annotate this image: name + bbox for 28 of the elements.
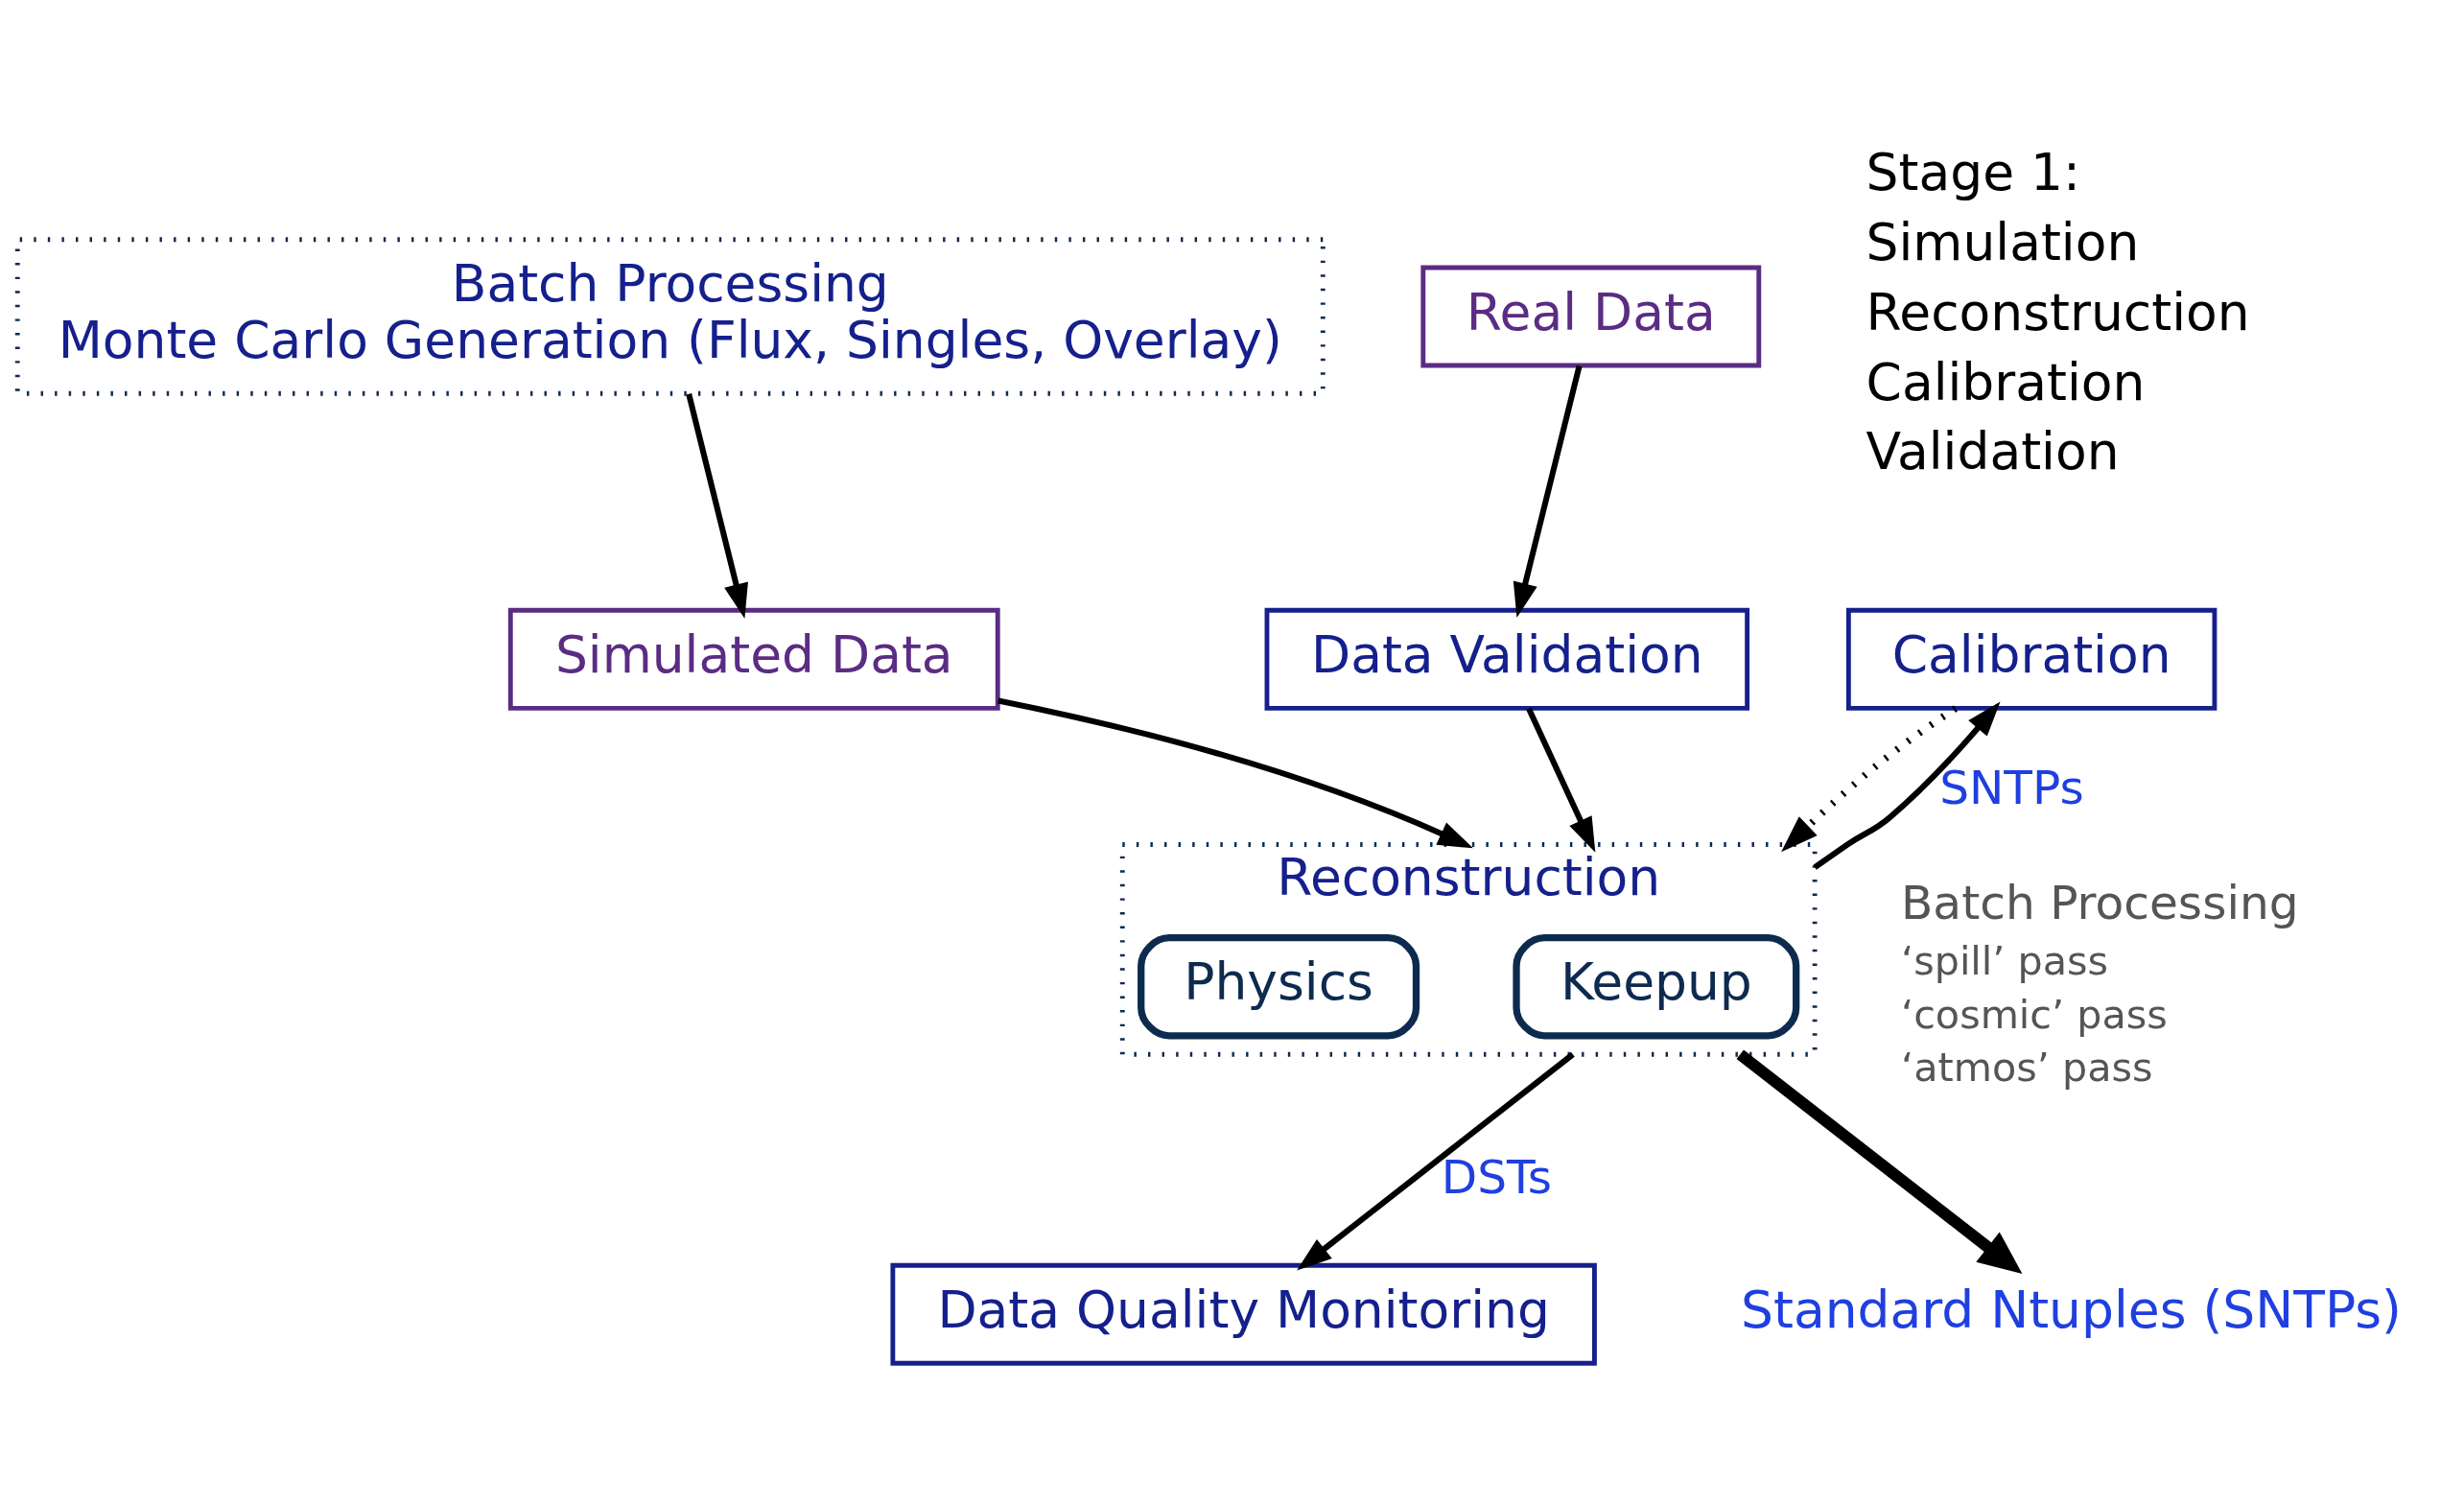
arrow (1513, 364, 1583, 618)
node-label: ‘spill’ pass (1901, 937, 2109, 984)
node-box: Real Data (1420, 265, 1762, 367)
node-box: Data Validation (1264, 607, 1750, 711)
arrow (1526, 706, 1596, 853)
node-label: Batch Processing (1901, 875, 2299, 929)
arrow (686, 392, 748, 619)
edge-label: SNTPs (1939, 760, 2084, 814)
node-box: Batch Processing Monte Carlo Generation (Flux, Singles, Overlay) (14, 236, 1326, 396)
arrow (1781, 705, 1958, 852)
arrow (1813, 700, 2001, 870)
label: Stage 1: (1866, 141, 2081, 202)
label: Calibration (1866, 351, 2146, 412)
label: Reconstruction (1866, 281, 2250, 342)
node-label: ‘cosmic’ pass (1901, 991, 2168, 1038)
label: Simulation (1866, 211, 2140, 272)
node-box: Data Quality Monitoring (890, 1262, 1597, 1366)
arrow (1736, 1048, 2023, 1274)
node-text: Standard Ntuples (SNTPs) (1741, 1279, 2402, 1340)
node-label: ‘atmos’ pass (1901, 1044, 2153, 1091)
edge-label: DSTs (1441, 1149, 1552, 1204)
node-box: Simulated Data (507, 607, 1000, 711)
node-box: Physics (1138, 933, 1420, 1039)
node-box: Keepup (1513, 933, 1800, 1039)
arrow (997, 696, 1473, 848)
arrow (1297, 1051, 1575, 1270)
node-box: Calibration (1845, 607, 2218, 711)
label: Validation (1866, 420, 2120, 482)
